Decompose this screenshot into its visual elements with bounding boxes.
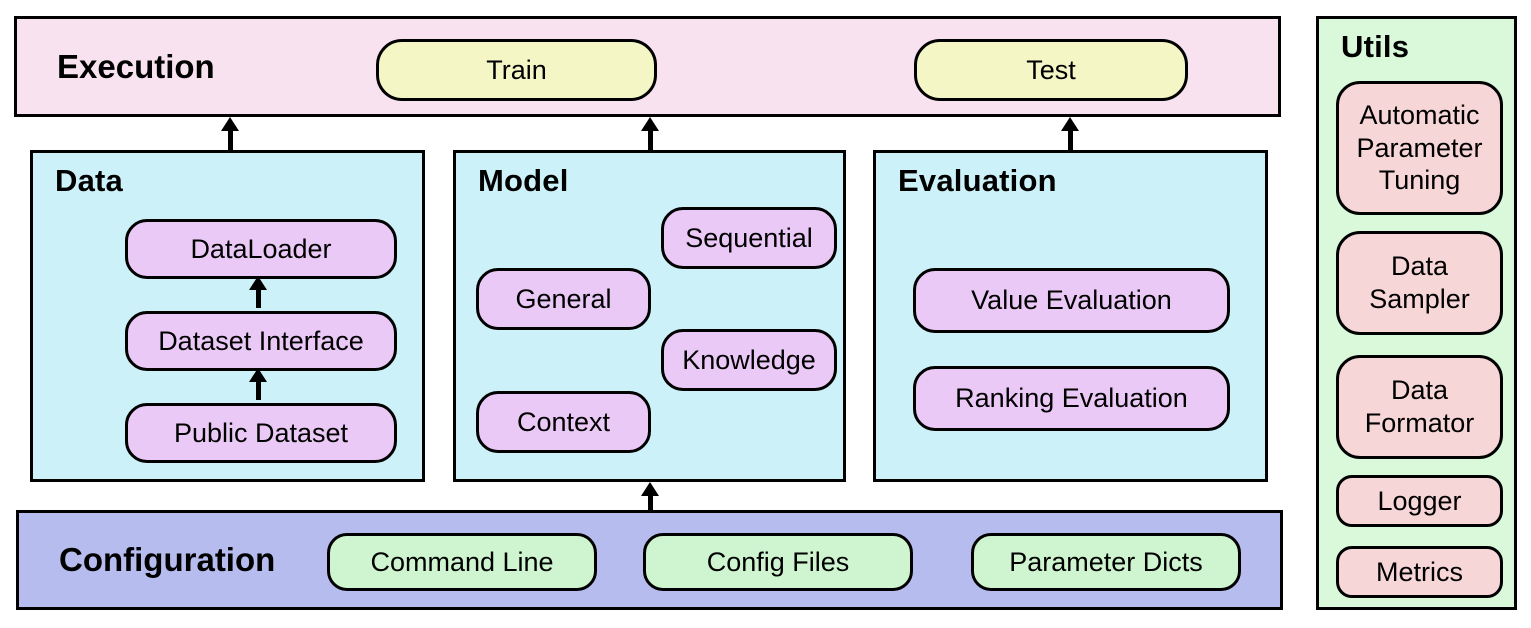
model-panel: Model Sequential General Knowledge Conte… [453, 150, 846, 482]
utils-panel: Utils Automatic Parameter Tuning Data Sa… [1316, 16, 1517, 610]
data-title: Data [55, 163, 123, 198]
dataset-interface-node: Dataset Interface [125, 311, 397, 371]
data-to-execution-arrow-icon [221, 117, 239, 150]
general-node: General [476, 268, 651, 330]
evaluation-panel: Evaluation Value Evaluation Ranking Eval… [873, 150, 1268, 482]
sequential-node: Sequential [661, 207, 837, 269]
evaluation-to-execution-arrow-icon [1061, 117, 1079, 150]
configuration-panel: Configuration Command Line Config Files … [16, 510, 1283, 610]
execution-title: Execution [57, 47, 215, 85]
automatic-parameter-tuning-node: Automatic Parameter Tuning [1336, 81, 1503, 215]
model-to-execution-arrow-icon [641, 117, 659, 150]
execution-panel: Execution Train Test [14, 16, 1281, 117]
configuration-title: Configuration [59, 541, 276, 578]
data-formator-node: Data Formator [1336, 355, 1503, 459]
evaluation-title: Evaluation [898, 163, 1057, 198]
data-sampler-node: Data Sampler [1336, 231, 1503, 335]
value-evaluation-node: Value Evaluation [913, 268, 1230, 333]
utils-title: Utils [1341, 29, 1410, 64]
logger-node: Logger [1336, 475, 1503, 527]
data-panel: Data DataLoader Dataset Interface Public… [30, 150, 425, 482]
train-node: Train [376, 39, 657, 101]
dataset-interface-to-dataloader-arrow-icon [249, 276, 267, 308]
parameter-dicts-node: Parameter Dicts [971, 533, 1241, 591]
context-node: Context [476, 391, 651, 453]
public-dataset-node: Public Dataset [125, 403, 397, 463]
configuration-to-model-arrow-icon [641, 482, 659, 510]
dataloader-node: DataLoader [125, 219, 397, 279]
model-title: Model [478, 163, 569, 198]
command-line-node: Command Line [327, 533, 597, 591]
test-node: Test [914, 39, 1188, 101]
public-dataset-to-dataset-interface-arrow-icon [249, 368, 267, 400]
metrics-node: Metrics [1336, 546, 1503, 598]
knowledge-node: Knowledge [661, 329, 837, 391]
ranking-evaluation-node: Ranking Evaluation [913, 366, 1230, 431]
config-files-node: Config Files [643, 533, 913, 591]
